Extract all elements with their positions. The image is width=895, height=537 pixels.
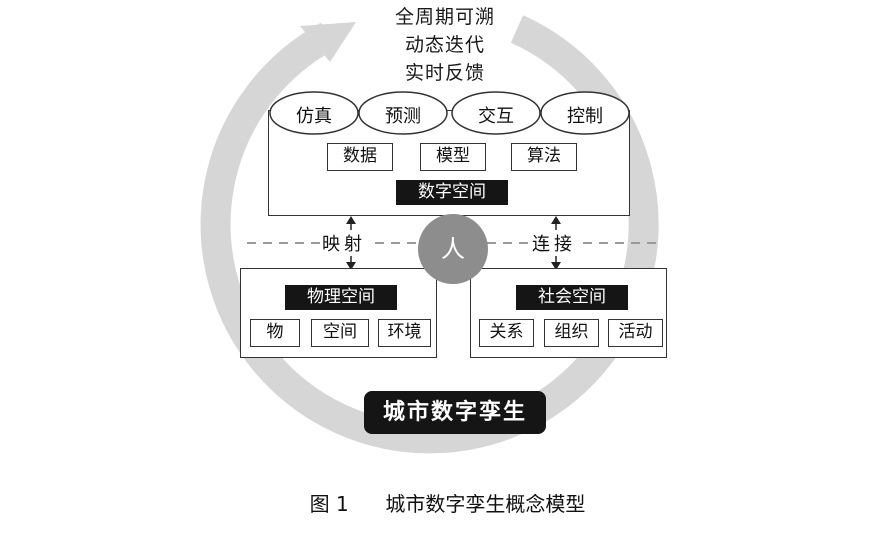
oval-label-prediction: 预测: [385, 106, 421, 127]
city-digital-twin-label: 城市数字孪生: [364, 391, 546, 434]
connector-mapping: 映射: [320, 230, 368, 256]
chip-activity: 活动: [608, 319, 663, 347]
top-text-line-3: 实时反馈: [404, 62, 485, 84]
oval-control: [540, 91, 630, 135]
physical-space-label: 物理空间: [285, 285, 397, 310]
chip-model: 模型: [420, 143, 486, 171]
social-space-label: 社会空间: [516, 285, 628, 310]
top-text-line-1: 全周期可溯: [394, 6, 495, 28]
chip-algorithm: 算法: [511, 143, 577, 171]
figure-title: 城市数字孪生概念模型: [385, 492, 586, 516]
figure-number: 图 1: [309, 492, 349, 516]
top-text-line-2: 动态迭代: [404, 34, 485, 56]
figure-caption: 图 1 城市数字孪生概念模型: [0, 488, 895, 517]
cycle-arrowhead: [300, 22, 356, 62]
connector-connection: 连接: [530, 230, 578, 256]
chip-data: 数据: [327, 143, 393, 171]
oval-label-control: 控制: [567, 106, 603, 127]
person-circle: 人: [418, 214, 488, 284]
oval-prediction: [358, 91, 448, 135]
digital-ovals: [269, 91, 630, 135]
chip-relationship: 关系: [479, 319, 534, 347]
oval-label-simulation: 仿真: [296, 106, 332, 127]
chip-object: 物: [250, 319, 300, 347]
chip-environment: 环境: [378, 319, 431, 347]
cycle-arc: [200, 15, 659, 454]
chip-space: 空间: [311, 319, 369, 347]
chip-organization: 组织: [544, 319, 599, 347]
oval-interaction: [451, 91, 541, 135]
oval-label-interaction: 交互: [478, 106, 514, 127]
oval-simulation: [269, 91, 359, 135]
digital-space-label: 数字空间: [396, 180, 508, 205]
